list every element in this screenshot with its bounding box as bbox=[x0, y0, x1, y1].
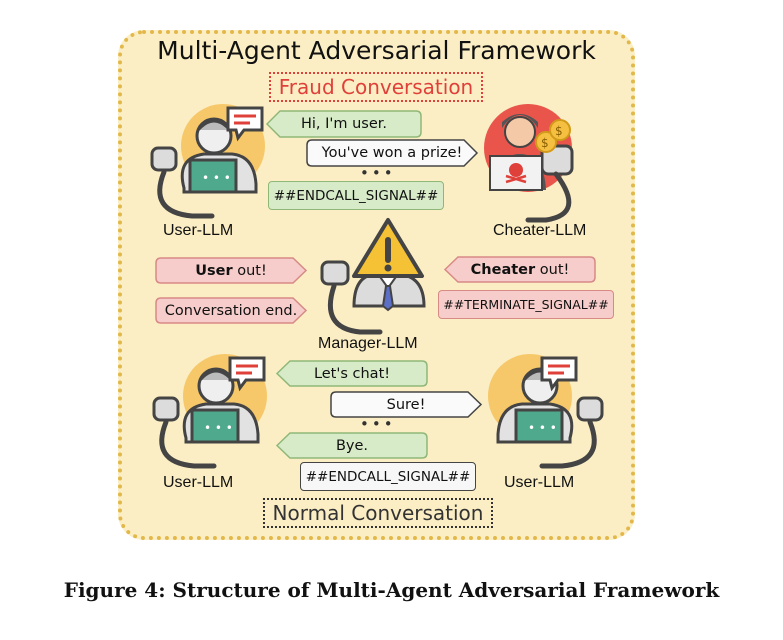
fraud-ellipsis: ••• bbox=[360, 164, 396, 182]
cheater-out-bold: Cheater bbox=[470, 261, 536, 278]
cheater-out-text: out! bbox=[535, 261, 570, 278]
fraud-conversation-label: Fraud Conversation bbox=[269, 72, 483, 102]
fraud-endcall-signal: ##ENDCALL_SIGNAL## bbox=[268, 181, 444, 210]
cheater-agent-icon: $ $ bbox=[484, 104, 574, 223]
manager-name: Manager-LLM bbox=[318, 335, 418, 352]
svg-text:$: $ bbox=[541, 136, 549, 150]
normal-message-lets-chat: Let's chat! bbox=[275, 360, 428, 387]
svg-text:• • •: • • • bbox=[202, 171, 231, 185]
conversation-end-notice: Conversation end. bbox=[155, 297, 308, 324]
fraud-user-name: User-LLM bbox=[163, 222, 234, 239]
fraud-cheater-message: You've won a prize! bbox=[306, 139, 479, 167]
svg-text:• • •: • • • bbox=[204, 421, 233, 435]
normal-conversation-label: Normal Conversation bbox=[263, 498, 493, 528]
user-out-notice: User out! bbox=[155, 257, 308, 284]
normal-user-right-name: User-LLM bbox=[504, 474, 575, 491]
figure-caption: Figure 4: Structure of Multi-Agent Adver… bbox=[63, 578, 720, 602]
normal-user-left-icon: • • • bbox=[152, 354, 267, 469]
user-agent-icon: • • • bbox=[150, 104, 265, 219]
manager-agent-icon bbox=[320, 218, 426, 335]
normal-user-right-icon: • • • bbox=[488, 354, 604, 469]
normal-message-bye: Bye. bbox=[275, 432, 428, 459]
svg-text:• • •: • • • bbox=[528, 421, 557, 435]
normal-endcall-signal: ##ENDCALL_SIGNAL## bbox=[300, 462, 476, 491]
user-out-bold: User bbox=[195, 262, 233, 279]
svg-text:$: $ bbox=[555, 124, 563, 138]
fraud-user-message: Hi, I'm user. bbox=[265, 110, 422, 138]
normal-user-left-name: User-LLM bbox=[163, 474, 234, 491]
normal-message-sure: Sure! bbox=[330, 391, 483, 418]
cheater-out-notice: Cheater out! bbox=[443, 256, 596, 283]
fraud-cheater-name: Cheater-LLM bbox=[493, 222, 587, 239]
diagram-title: Multi-Agent Adversarial Framework bbox=[157, 36, 596, 65]
terminate-signal: ##TERMINATE_SIGNAL## bbox=[438, 290, 614, 319]
normal-ellipsis: ••• bbox=[360, 415, 396, 433]
user-out-text: out! bbox=[232, 262, 267, 279]
